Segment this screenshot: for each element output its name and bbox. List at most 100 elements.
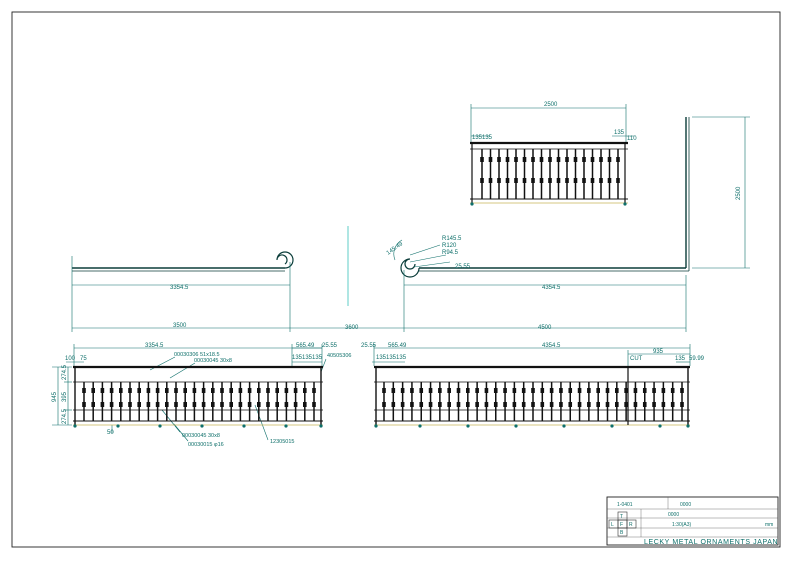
dim-fl-length: 3354.5: [145, 343, 164, 349]
upper-baluster-group: [470, 149, 627, 206]
front-left-baluster: [165, 382, 169, 421]
unit-value: mm: [765, 522, 773, 528]
upper-baluster: [497, 149, 501, 199]
front-left-post-foot: [116, 424, 120, 428]
dim-fr-left-offset: 25.55: [361, 343, 377, 349]
upper-baluster: [556, 149, 561, 199]
dim-radius-2: R120: [442, 243, 457, 249]
front-right-elevation: [372, 344, 691, 428]
upper-baluster: [590, 149, 595, 199]
front-right-baluster: [652, 382, 656, 421]
front-right-baluster: [661, 382, 666, 421]
logo-letter-r: R: [629, 522, 633, 528]
front-left-elevation: [52, 344, 327, 442]
front-left-baluster: [146, 382, 151, 421]
logo-cross: [608, 511, 637, 537]
front-right-baluster: [493, 382, 498, 421]
front-left-baluster: [238, 382, 243, 421]
title-block: T L F R B 1-0401 0000 0000 1:30(A3) mm L…: [606, 496, 779, 546]
front-left-post-foot: [319, 424, 323, 428]
upper-baluster: [607, 149, 612, 199]
front-right-baluster: [428, 382, 433, 421]
front-right-baluster: [540, 382, 545, 421]
front-right-baluster: [587, 382, 591, 421]
scale-value: 1:30(A3): [672, 522, 692, 528]
dimension-texts: 2500 135135 135 110 2500 R145.5 R120 R94…: [52, 102, 742, 448]
callout-baluster: 12305015: [270, 439, 294, 445]
front-left-post-foot: [158, 424, 162, 428]
dim-fl-seg1: 565.49: [296, 343, 315, 349]
dim-scroll-offset: 25.55: [455, 264, 471, 270]
dim-fl-height: 945: [52, 391, 58, 402]
upper-baluster: [565, 149, 569, 199]
front-left-baluster: [128, 382, 132, 421]
front-left-baluster: [183, 382, 187, 421]
upper-baluster: [480, 149, 484, 199]
front-right-baluster: [400, 382, 405, 421]
front-left-baluster: [100, 382, 105, 421]
dim-upper-right-end2: 110: [627, 136, 637, 142]
front-right-post-foot: [658, 424, 662, 428]
front-right-baluster: [456, 382, 461, 421]
front-left-baluster: [91, 382, 95, 421]
front-right-baluster: [391, 382, 396, 421]
front-right-baluster: [615, 382, 619, 421]
front-left-baluster: [82, 382, 86, 421]
dim-fr-length: 4354.5: [542, 343, 561, 349]
dim-fr-pitch: 135135135: [376, 355, 407, 361]
callout-round-bar: 00030015 φ16: [188, 442, 224, 448]
front-right-baluster: [642, 382, 647, 421]
front-right-baluster: [633, 382, 638, 421]
front-left-baluster: [247, 382, 252, 421]
dim-fl-pitch: 135135135: [292, 355, 323, 361]
dim-upper-right-ends: 135: [614, 130, 625, 136]
front-right-baluster: [624, 382, 628, 421]
front-right-post-foot: [562, 424, 566, 428]
front-right-post-foot: [418, 424, 422, 428]
dim-fr-seg1: 565.49: [388, 343, 407, 349]
upper-baluster: [548, 149, 552, 199]
front-left-baluster: [293, 382, 298, 421]
upper-baluster: [616, 149, 620, 199]
dim-fr-right-end: 135: [675, 356, 686, 362]
dim-fr-cut: CUT: [630, 356, 643, 362]
upper-post-foot: [623, 202, 627, 206]
dim-fr-right-end2: 59.99: [689, 356, 705, 362]
front-left-post-foot: [284, 424, 288, 428]
upper-baluster: [488, 149, 493, 199]
front-right-baluster: [577, 382, 582, 421]
front-left-post-foot: [200, 424, 204, 428]
front-left-baluster: [109, 382, 114, 421]
dim-overall-center: 3600: [345, 325, 359, 331]
dim-overall-left: 3500: [173, 323, 187, 329]
front-right-baluster: [466, 382, 470, 421]
callout-post-code: 40505306: [327, 353, 351, 359]
front-left-baluster: [312, 382, 316, 421]
front-left-baluster: [303, 382, 307, 421]
front-right-baluster: [503, 382, 507, 421]
front-right-baluster: [521, 382, 526, 421]
front-right-post-foot: [686, 424, 690, 428]
upper-baluster: [531, 149, 535, 199]
dim-fr-right-seg: 935: [653, 349, 664, 355]
front-right-baluster: [531, 382, 535, 421]
dim-right-straight: 4354.5: [542, 285, 561, 291]
logo-letter-f: F: [620, 522, 623, 528]
front-left-baluster: [284, 382, 289, 421]
dim-upper-left-ends: 135135: [472, 135, 493, 141]
customer-code: 0000: [680, 502, 691, 508]
plan-view: [71, 116, 750, 332]
project-code: 0000: [668, 512, 679, 518]
right-scroll: [400, 258, 420, 278]
front-right-baluster: [382, 382, 386, 421]
front-right-post-foot: [374, 424, 378, 428]
front-left-baluster: [220, 382, 224, 421]
front-right-baluster: [568, 382, 573, 421]
logo-letter-l: L: [611, 522, 614, 528]
front-right-baluster: [559, 382, 563, 421]
front-left-baluster: [229, 382, 233, 421]
left-scroll: [276, 251, 294, 269]
front-left-baluster: [192, 382, 197, 421]
